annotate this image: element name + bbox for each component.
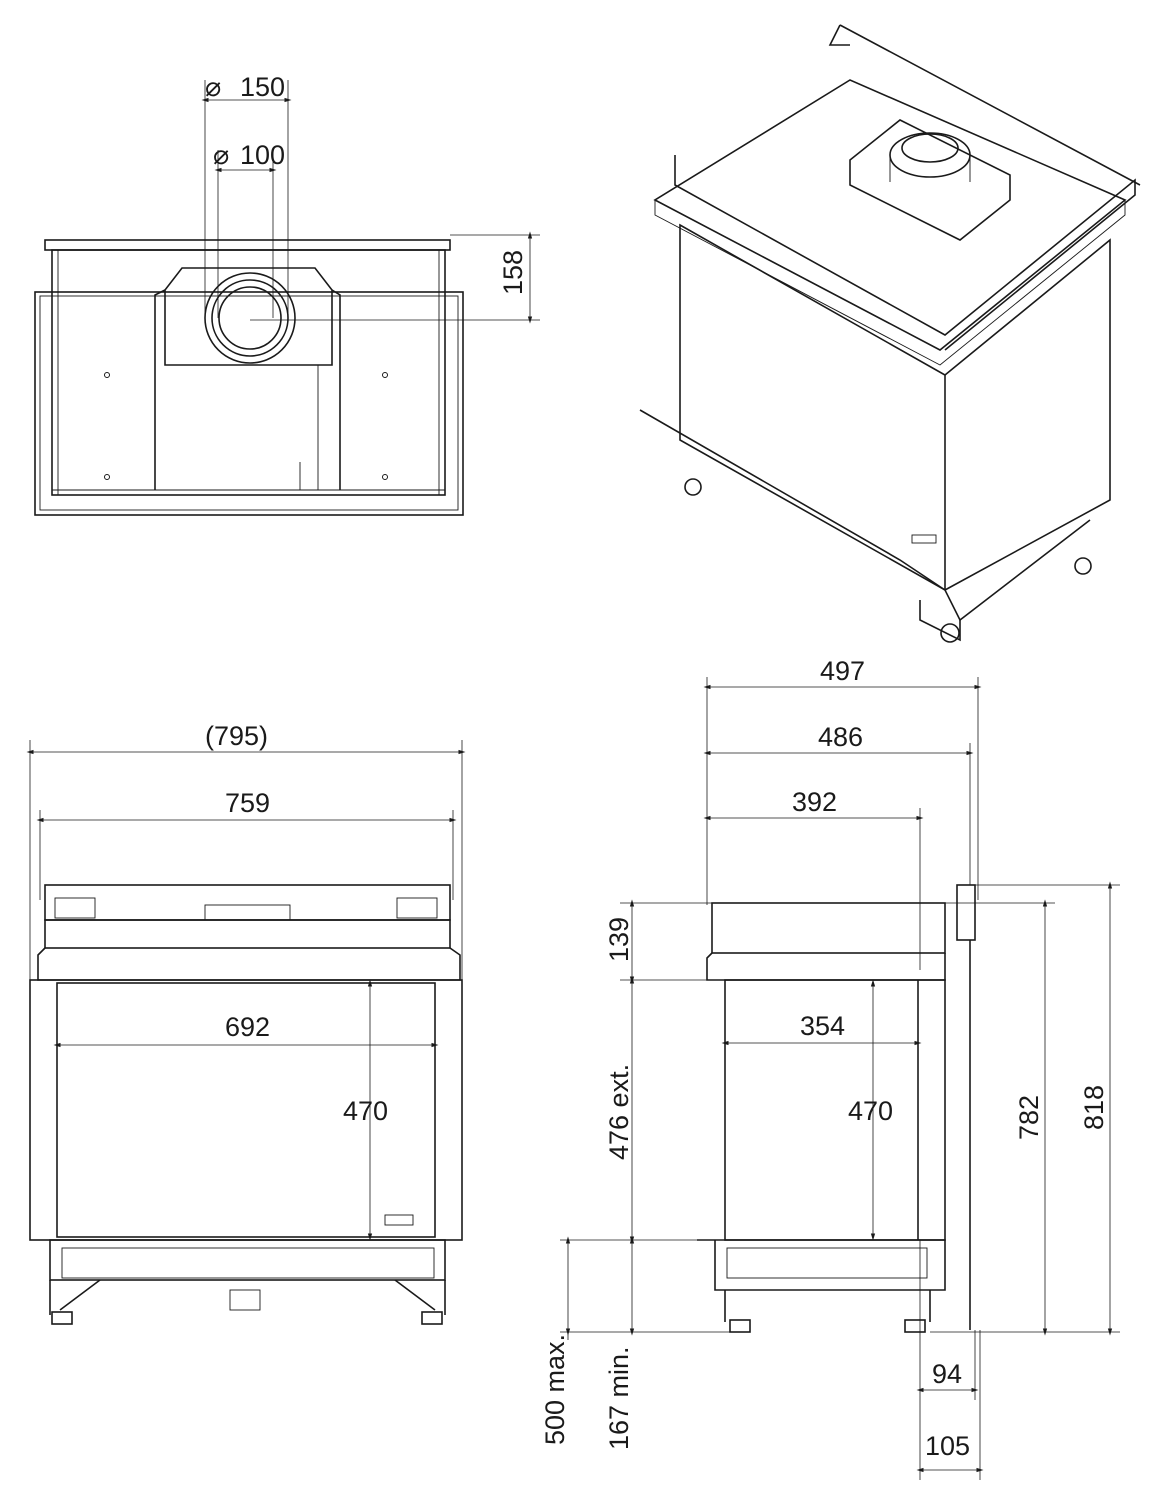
dim-width: 759 bbox=[225, 788, 270, 818]
side-view: 497 486 392 354 470 139 476 ext. 167 min… bbox=[540, 656, 1120, 1480]
dim-depth-overall: 497 bbox=[820, 656, 865, 686]
dim-rear-105: 105 bbox=[925, 1431, 970, 1461]
diameter-symbol: ⌀ bbox=[213, 140, 229, 170]
dim-base-min: 167 min. bbox=[604, 1346, 634, 1450]
dim-base-max: 500 max. bbox=[540, 1334, 570, 1445]
dim-flue-offset: 158 bbox=[498, 250, 528, 295]
dim-glass-height: 470 bbox=[343, 1096, 388, 1126]
dim-rear-94: 94 bbox=[932, 1359, 962, 1389]
front-view: (795) 759 692 470 bbox=[26, 721, 466, 1325]
dim-top-depth: 392 bbox=[792, 787, 837, 817]
dim-height-782: 782 bbox=[1014, 1095, 1044, 1140]
dim-flue-inner: 100 bbox=[240, 140, 285, 170]
dim-glass-depth: 354 bbox=[800, 1011, 845, 1041]
dim-overall-width: (795) bbox=[205, 721, 268, 751]
dim-height-818: 818 bbox=[1079, 1085, 1109, 1130]
dim-flue-outer: 150 bbox=[240, 72, 285, 102]
dim-glass-width: 692 bbox=[225, 1012, 270, 1042]
dim-side-glass-height: 470 bbox=[848, 1096, 893, 1126]
diameter-symbol: ⌀ bbox=[205, 72, 221, 102]
isometric-view bbox=[639, 24, 1141, 643]
top-view: ⌀ 150 ⌀ 100 158 bbox=[34, 72, 540, 516]
dim-body-height: 476 ext. bbox=[604, 1064, 634, 1160]
dim-depth: 486 bbox=[818, 722, 863, 752]
dim-top-height: 139 bbox=[604, 917, 634, 962]
